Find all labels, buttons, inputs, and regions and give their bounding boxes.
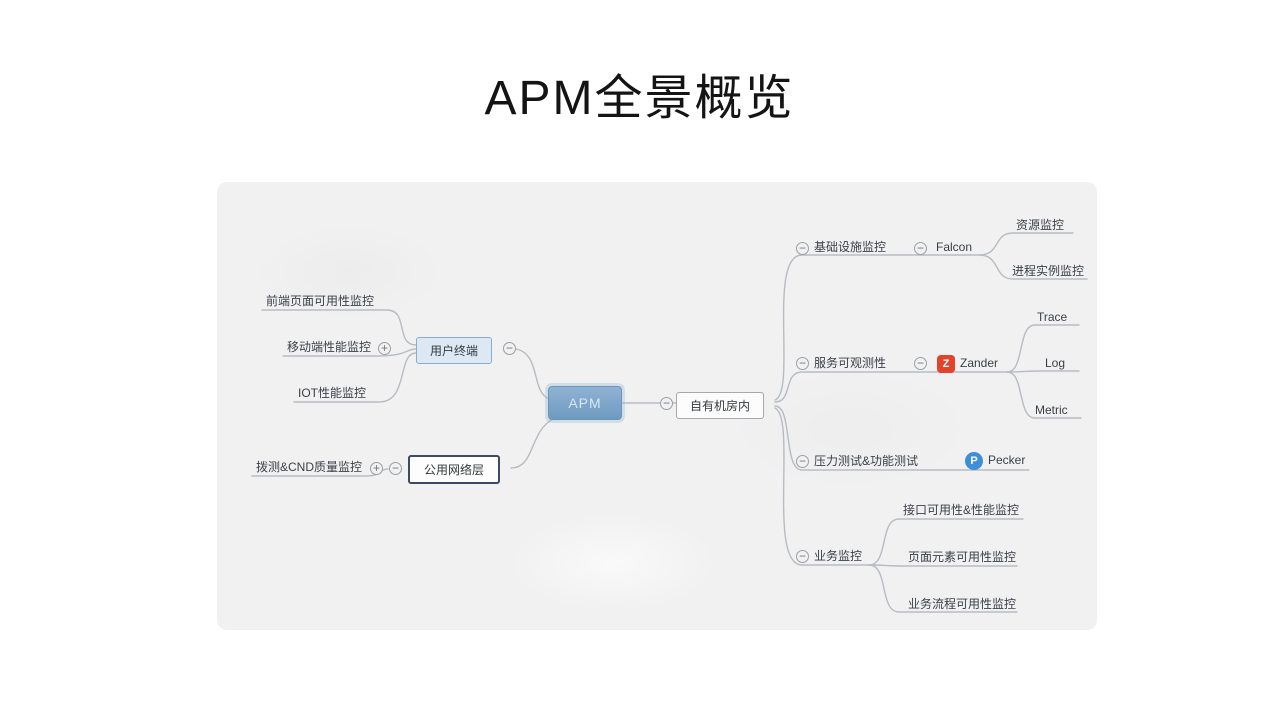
branch-business-monitoring[interactable]: 业务监控: [814, 549, 863, 563]
collapse-icon-falcon[interactable]: −: [914, 242, 927, 255]
edge-user-terminal-frontend: [261, 309, 417, 346]
edge-business-page: [868, 564, 1018, 567]
mindmap-canvas: APM 用户终端 公用网络层 自有机房内 − + + − − − − − − −…: [217, 182, 1097, 630]
edge-idc-infra: [774, 254, 980, 401]
collapse-icon-own-idc[interactable]: −: [660, 397, 673, 410]
leaf-process-instance-monitoring[interactable]: 进程实例监控: [1012, 264, 1085, 278]
collapse-icon-infra[interactable]: −: [796, 242, 809, 255]
edge-business-flow: [868, 564, 1018, 613]
collapse-icon-zander[interactable]: −: [914, 357, 927, 370]
leaf-resource-monitoring[interactable]: 资源监控: [1016, 218, 1065, 232]
leaf-api-availability-performance[interactable]: 接口可用性&性能监控: [903, 503, 1020, 517]
page-title: APM全景概览: [484, 72, 795, 125]
leaf-iot-performance[interactable]: IOT性能监控: [298, 386, 366, 400]
edge-idc-stress: [774, 405, 1030, 471]
edge-user-terminal-apm: [515, 348, 550, 400]
node-public-network[interactable]: 公用网络层: [408, 455, 501, 484]
edge-idc-business: [774, 407, 870, 566]
leaf-business-flow-availability[interactable]: 业务流程可用性监控: [908, 597, 1017, 611]
branch-infrastructure-monitoring[interactable]: 基础设施监控: [814, 240, 887, 254]
node-pecker-tool[interactable]: Pecker: [988, 453, 1026, 467]
leaf-trace[interactable]: Trace: [1037, 310, 1068, 324]
leaf-metric[interactable]: Metric: [1035, 403, 1068, 417]
edge-business-api: [868, 518, 1024, 566]
leaf-frontend-availability[interactable]: 前端页面可用性监控: [266, 294, 375, 308]
leaf-dial-cdn-quality[interactable]: 拨测&CND质量监控: [256, 460, 363, 474]
leaf-mobile-performance[interactable]: 移动端性能监控: [287, 340, 372, 354]
collapse-icon-public-network[interactable]: −: [389, 462, 402, 475]
edge-user-terminal-iot: [293, 352, 417, 403]
branch-stress-functional-testing[interactable]: 压力测试&功能测试: [814, 454, 919, 468]
collapse-icon-observability[interactable]: −: [796, 357, 809, 370]
collapse-icon-business[interactable]: −: [796, 550, 809, 563]
edge-observability-log: [1006, 370, 1080, 373]
collapse-icon-user-terminal[interactable]: −: [503, 342, 516, 355]
edge-user-terminal-mobile: [282, 348, 417, 357]
zander-logo-icon: Z: [937, 355, 955, 373]
edge-idc-observability: [774, 371, 1008, 403]
edge-observability-trace: [1006, 324, 1080, 373]
node-own-idc[interactable]: 自有机房内: [676, 392, 765, 419]
edge-infra-process: [978, 254, 1088, 280]
branch-service-observability[interactable]: 服务可观测性: [814, 356, 887, 370]
leaf-log[interactable]: Log: [1045, 356, 1066, 370]
edge-observability-metric: [1006, 371, 1082, 419]
node-user-terminal[interactable]: 用户终端: [416, 337, 493, 364]
node-zander-tool[interactable]: Zander: [960, 356, 999, 370]
pecker-logo-icon: P: [965, 452, 983, 470]
leaf-page-element-availability[interactable]: 页面元素可用性监控: [908, 550, 1017, 564]
edge-apm-public-network: [510, 418, 554, 469]
connector-lines: [251, 232, 1088, 613]
node-falcon-tool[interactable]: Falcon: [936, 240, 973, 254]
edge-infra-resource: [978, 232, 1074, 256]
expand-icon-dial[interactable]: +: [370, 462, 383, 475]
expand-icon-mobile[interactable]: +: [378, 342, 391, 355]
node-apm-root[interactable]: APM: [548, 386, 622, 420]
collapse-icon-stress[interactable]: −: [796, 455, 809, 468]
